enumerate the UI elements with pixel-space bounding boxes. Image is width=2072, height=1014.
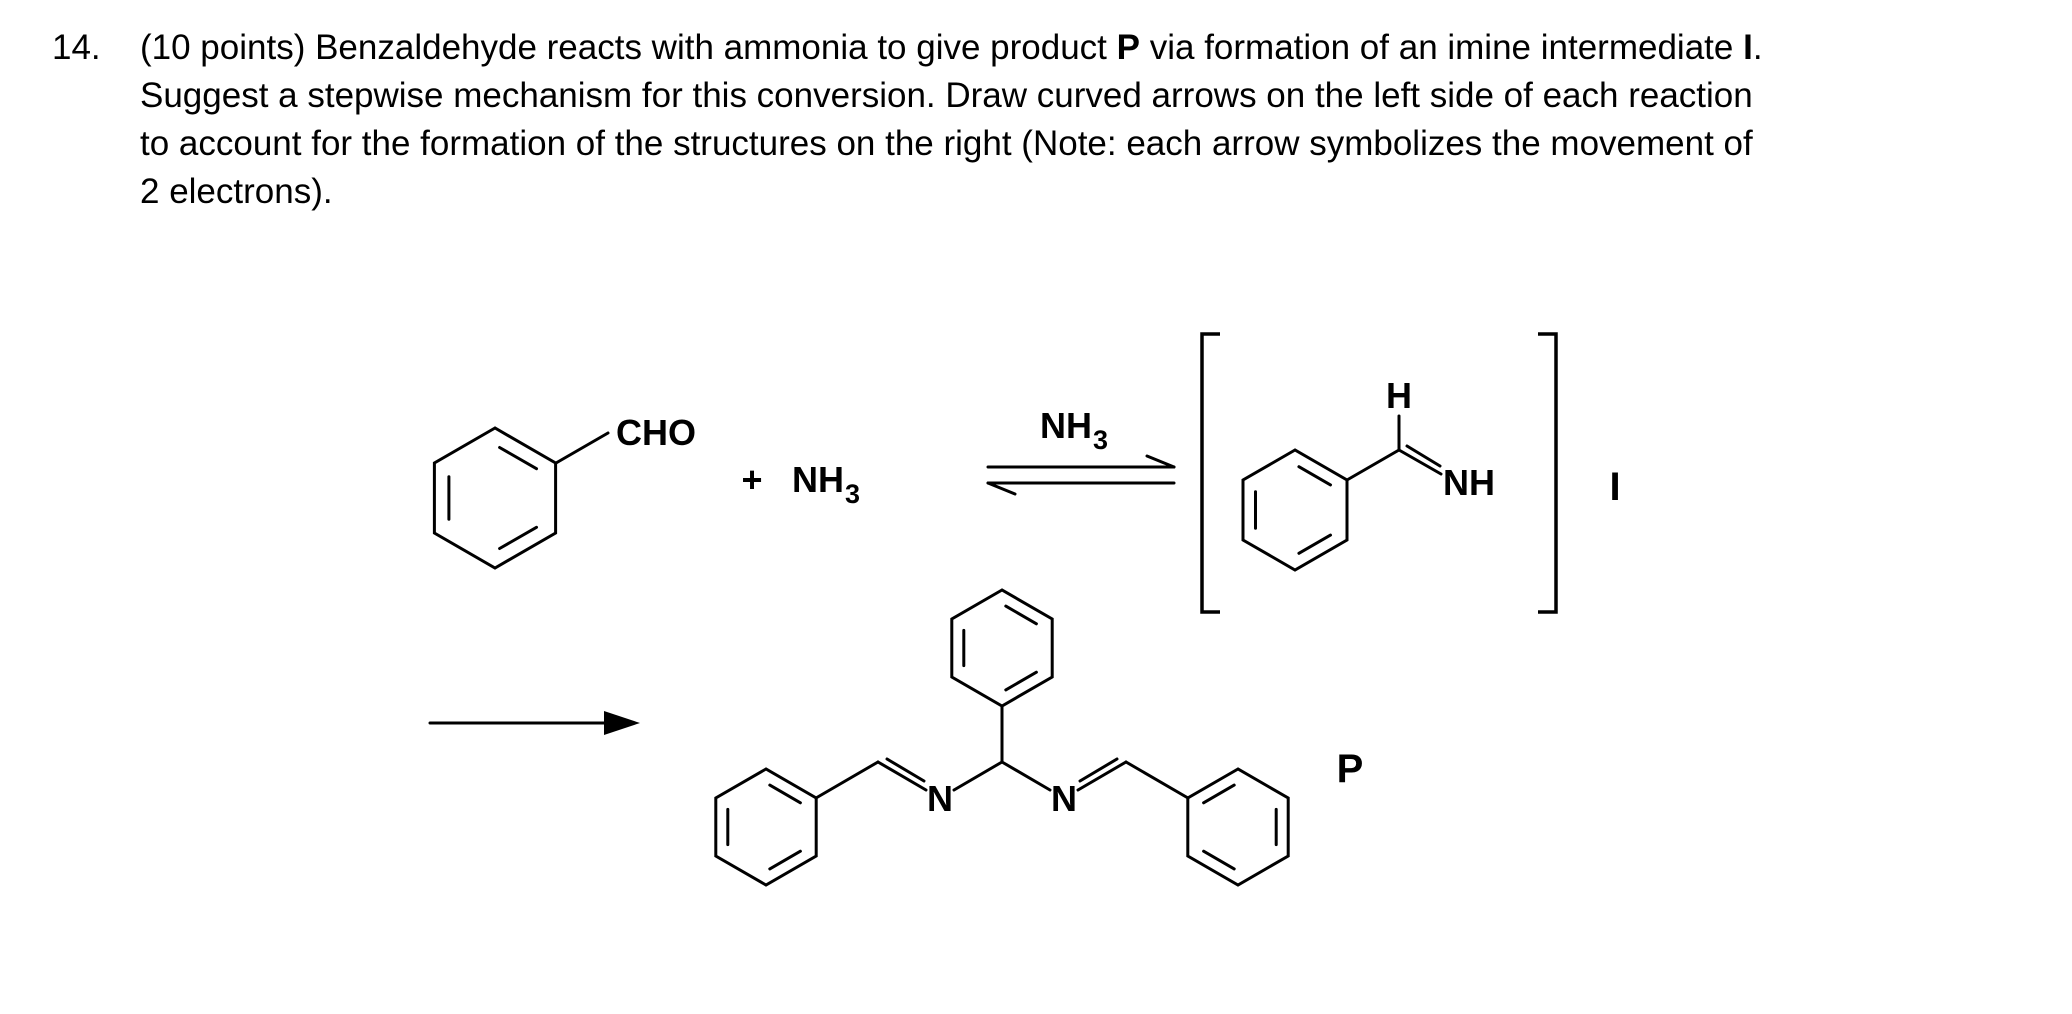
imine-double-bond-second [1405, 444, 1442, 468]
equilibrium-ammonia-label: NH [1040, 405, 1092, 446]
equilibrium-ammonia-subscript: 3 [1093, 425, 1108, 455]
product-right-phenyl-ring [1186, 767, 1290, 887]
ammonia-label: NH [792, 459, 844, 500]
right-bracket [1538, 332, 1558, 614]
intermediate-tag: I [1609, 465, 1620, 509]
equilibrium-top-barb [1145, 454, 1176, 469]
product-top-phenyl-ring [950, 588, 1054, 708]
product-c-n-left-bond [952, 760, 1004, 792]
benzaldehyde-phenyl-ring [432, 426, 558, 570]
product-left-imine-double-second [885, 757, 926, 783]
imine-nh-label: NH [1443, 462, 1495, 503]
product-right-ch-ring-bond [1124, 760, 1190, 800]
imine-h-label: H [1386, 375, 1412, 416]
question-line-1-seg-5: . [1752, 28, 1763, 67]
ammonia-subscript: 3 [845, 479, 860, 509]
question-line-1-seg-3: via formation of an imine intermediate [1140, 28, 1744, 67]
reaction-arrow-head [604, 711, 640, 735]
equilibrium-arrows-icon [986, 454, 1176, 496]
question-line-1: (10 points) Benzaldehyde reacts with amm… [140, 24, 1763, 72]
product-right-imine-double-main [1076, 760, 1128, 792]
product-left-imine-double-main [876, 760, 928, 792]
product-left-ch-ring-bond [814, 760, 880, 800]
plus-sign: + [741, 459, 762, 500]
imine-n-left-label: N [927, 778, 953, 819]
cho-label: CHO [616, 412, 696, 453]
equilibrium-bottom-barb [986, 481, 1017, 496]
benzaldehyde-cho-bond [554, 431, 610, 465]
product-p-mention: P [1116, 28, 1140, 67]
intermediate-phenyl-ring [1241, 448, 1349, 572]
question-line-4: 2 electrons). [140, 172, 333, 211]
question-line-1-seg-1: (10 points) Benzaldehyde reacts with amm… [140, 28, 1117, 67]
product-left-phenyl-ring [714, 767, 818, 887]
product-c-n-right-bond [1000, 760, 1052, 792]
question-line-3: to account for the formation of the stru… [140, 124, 1753, 163]
question-line-2: Suggest a stepwise mechanism for this co… [140, 76, 1753, 115]
left-bracket [1200, 332, 1220, 614]
intermediate-ring-ch-bond [1345, 448, 1401, 482]
product-tag: P [1337, 747, 1364, 791]
imine-double-bond-main [1397, 448, 1443, 476]
question-text: (10 points) Benzaldehyde reacts with amm… [140, 24, 1763, 216]
intermediate-i-mention: I [1743, 28, 1753, 67]
reaction-arrow-icon [428, 711, 640, 735]
question-number: 14. [52, 28, 101, 67]
product-right-imine-double-second [1078, 757, 1119, 783]
imine-n-right-label: N [1051, 778, 1077, 819]
